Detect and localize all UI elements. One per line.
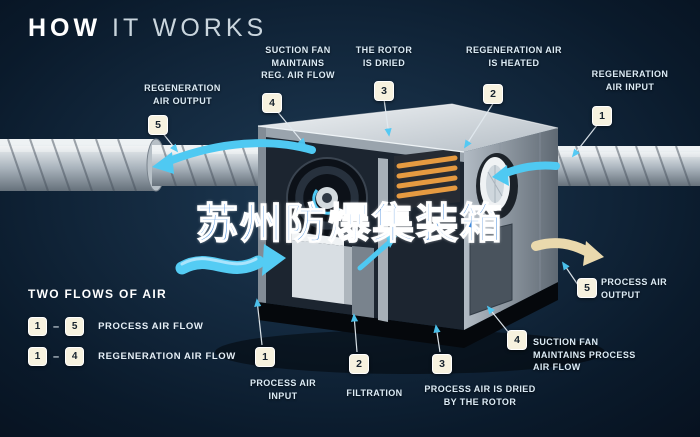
heater-icon xyxy=(394,148,460,210)
machine-base xyxy=(258,282,558,348)
legend-separator: – xyxy=(53,350,60,363)
flow-arrows xyxy=(152,139,604,276)
legend-row-regeneration: 1 – 4 REGENERATION AIR FLOW xyxy=(28,347,236,366)
badge-reg-air-input: 1 xyxy=(592,106,612,126)
legend-label-process: PROCESS AIR FLOW xyxy=(98,321,204,332)
label-process-air-output: PROCESS AIR OUTPUT xyxy=(601,277,668,300)
watermark-text: 苏州防爆集装箱 xyxy=(195,199,504,247)
legend-badge-to: 5 xyxy=(65,317,85,336)
badge-suction-fan-reg: 4 xyxy=(262,93,282,113)
legend-badge-to: 4 xyxy=(65,347,85,366)
legend-badge-from: 1 xyxy=(28,317,47,336)
suction-fan-housing xyxy=(469,223,513,316)
legend-badge-from: 1 xyxy=(28,347,47,366)
process-output-arrow xyxy=(531,238,604,266)
leader-lines xyxy=(160,98,599,353)
regeneration-output-arrow xyxy=(152,139,316,174)
page-title-strong: HOW xyxy=(28,14,102,42)
label-filtration: FILTRATION xyxy=(346,388,403,398)
badge-reg-air-heated: 2 xyxy=(483,84,503,104)
badge-reg-air-output: 5 xyxy=(148,115,168,135)
badge-filtration: 2 xyxy=(349,354,369,374)
process-input-arrow xyxy=(175,244,286,276)
legend-row-process: 1 – 5 PROCESS AIR FLOW xyxy=(28,317,203,336)
legend-separator: – xyxy=(53,320,60,333)
fan-icon xyxy=(286,157,368,239)
badge-process-air-input: 1 xyxy=(255,347,275,367)
badge-process-air-output: 5 xyxy=(577,278,597,298)
badge-process-air-dried: 3 xyxy=(432,354,452,374)
legend-label-regeneration: REGENERATION AIR FLOW xyxy=(98,351,236,362)
label-reg-air-output: REGENERATION AIR OUTPUT xyxy=(144,83,221,106)
legend-title: TWO FLOWS OF AIR xyxy=(28,287,168,301)
regeneration-input-arrow xyxy=(492,161,560,186)
interior-flow-arrow xyxy=(357,234,397,271)
label-process-air-dried: PROCESS AIR IS DRIED BY THE ROTOR xyxy=(424,384,536,407)
label-process-air-input: PROCESS AIR INPUT xyxy=(249,378,317,401)
label-rotor-dried: THE ROTOR IS DRIED xyxy=(355,45,413,68)
right-duct xyxy=(545,145,700,187)
page-title-light: IT WORKS xyxy=(101,14,268,42)
machine-body xyxy=(257,103,559,348)
page-title: HOW IT WORKS xyxy=(28,14,267,43)
label-reg-air-input: REGENERATION AIR INPUT xyxy=(591,69,669,92)
label-suction-fan-process: SUCTION FAN MAINTAINS PROCESS AIR FLOW xyxy=(533,337,636,373)
label-reg-air-heated: REGENERATION AIR IS HEATED xyxy=(466,45,562,68)
badge-suction-fan-process: 4 xyxy=(507,330,527,350)
label-suction-fan-reg: SUCTION FAN MAINTAINS REG. AIR FLOW xyxy=(261,45,335,81)
badge-rotor-dried: 3 xyxy=(374,81,394,101)
